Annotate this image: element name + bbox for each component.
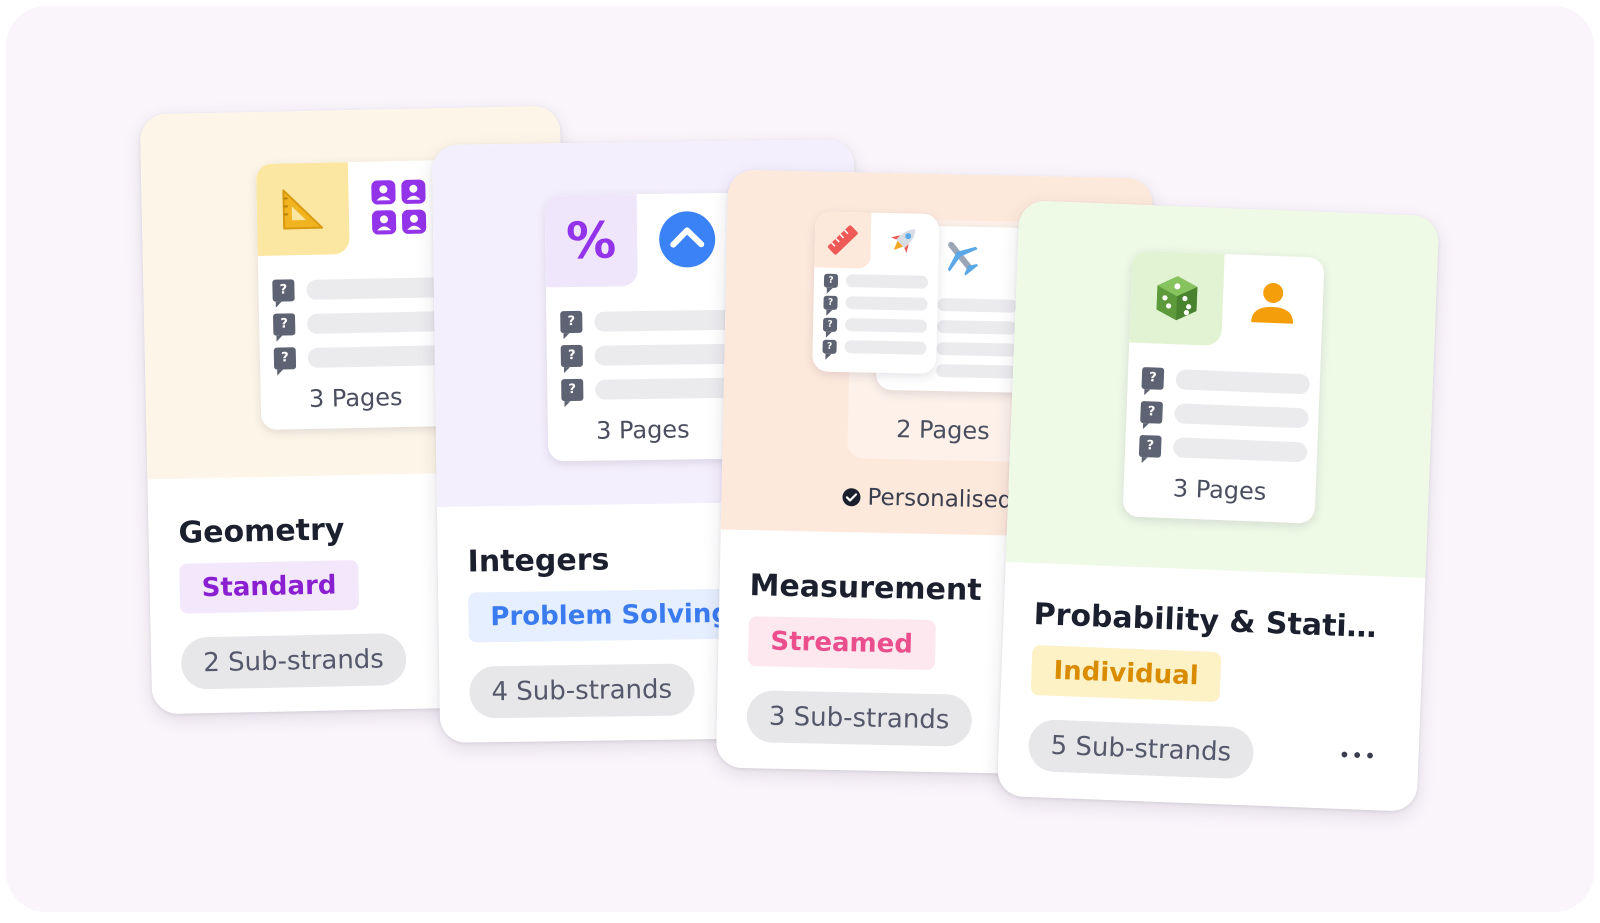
page-count: 3 Pages	[1172, 474, 1267, 506]
question-placeholder	[844, 340, 927, 355]
more-icon[interactable]: •••	[1338, 742, 1378, 769]
worksheet-front: ? ? ? ?	[812, 211, 940, 375]
question-placeholder	[1172, 437, 1308, 463]
question-icon: ?	[823, 295, 838, 310]
person-tile	[1225, 254, 1320, 349]
question-placeholder	[845, 296, 928, 311]
chevron-tile	[641, 193, 734, 286]
question-placeholder	[1175, 369, 1311, 395]
rocket-icon	[891, 229, 916, 254]
chevron-up-icon	[659, 211, 716, 268]
strand-card-geometry[interactable]: ? ? ? 3 Pages Geometry Standard 2 Sub-st…	[139, 105, 573, 715]
question-placeholder	[937, 298, 1018, 313]
percent-icon: %	[565, 211, 617, 271]
person-icon	[1251, 282, 1294, 324]
dice-tile	[1129, 250, 1225, 347]
question-placeholder	[936, 364, 1017, 379]
strand-card-measurement[interactable]: 2 Pages ★	[715, 169, 1154, 777]
strand-card-integers[interactable]: % ? ? ? 3 Pages Integers P	[431, 139, 863, 743]
question-placeholder	[936, 342, 1017, 357]
card-title: Geometry	[178, 512, 345, 551]
question-icon: ?	[822, 339, 837, 354]
worksheet-preview: % ? ? ? 3 Pages	[544, 191, 849, 462]
type-tag: Individual	[1030, 644, 1222, 703]
question-icon: ?	[1140, 400, 1163, 424]
worksheet-airplane	[875, 224, 1030, 393]
question-icon: ?	[560, 344, 583, 368]
question-placeholder	[936, 320, 1018, 335]
question-row: ?	[822, 339, 933, 368]
question-placeholder	[1174, 403, 1309, 429]
percent-tile: %	[544, 194, 638, 288]
question-row: ?	[1138, 434, 1316, 468]
question-row: ?	[1141, 366, 1318, 400]
check-circle-icon	[842, 488, 861, 507]
sub-strands-pill: 4 Sub-strands	[469, 663, 695, 719]
question-icon: ?	[1138, 434, 1162, 458]
type-tag: Streamed	[747, 616, 936, 671]
set-square-tile	[255, 162, 350, 257]
sub-strands-pill: 2 Sub-strands	[180, 633, 407, 690]
set-square-icon	[282, 189, 324, 230]
page-count: 3 Pages	[595, 415, 690, 445]
question-icon: ?	[272, 313, 296, 336]
ruler-icon	[827, 225, 858, 255]
group-icon	[371, 179, 427, 235]
card-title: Integers	[467, 542, 610, 580]
question-icon: ?	[822, 317, 838, 332]
personalised-label: Personalised	[867, 484, 1013, 514]
question-icon: ?	[561, 378, 584, 402]
card-title: Measurement	[749, 568, 983, 609]
group-tile	[352, 160, 446, 254]
dice-icon	[1156, 276, 1198, 321]
question-icon: ?	[272, 279, 295, 302]
type-tag: Standard	[179, 559, 360, 614]
personalised-status: Personalised	[841, 484, 1013, 514]
card-title: Probability & Statistics	[1033, 597, 1395, 646]
worksheet-preview: ? ? ? 3 Pages	[1122, 250, 1325, 524]
type-tag: Problem Solving	[468, 588, 753, 643]
page-count: 3 Pages	[308, 383, 403, 413]
question-icon: ?	[1141, 366, 1165, 390]
question-icon: ?	[823, 273, 839, 288]
question-icon: ?	[273, 347, 297, 370]
question-placeholder	[844, 318, 928, 333]
strand-card-probability-statistics[interactable]: ? ? ? 3 Pages Probability & Statistics I…	[996, 200, 1440, 812]
question-row: ?	[1140, 400, 1317, 434]
worksheet-preview: ? ? ? 3 Pages	[255, 157, 562, 430]
sub-strands-pill: 3 Sub-strands	[746, 690, 972, 747]
question-icon: ?	[560, 310, 583, 334]
canvas-background: ? ? ? 3 Pages Geometry Standard 2 Sub-st…	[6, 6, 1594, 912]
sub-strands-pill: 5 Sub-strands	[1027, 718, 1255, 780]
airplane-icon	[947, 241, 979, 276]
question-placeholder	[845, 274, 929, 289]
